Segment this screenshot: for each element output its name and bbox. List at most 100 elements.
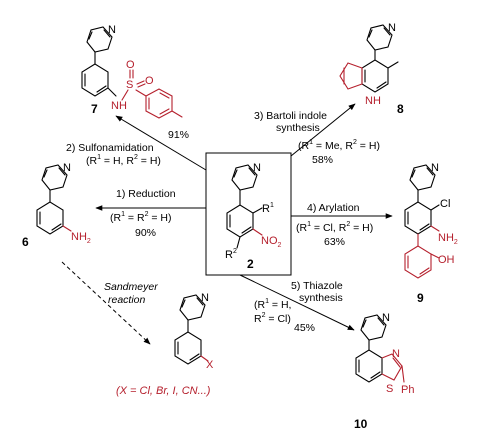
sulfonamide-hydrogen: H: [119, 100, 127, 112]
amine-bond: [430, 225, 440, 232]
pyridine-ring: [360, 314, 387, 341]
thiazole-label-line1: 5) Thiazole: [291, 280, 343, 292]
pyridine-nitrogen: N: [382, 312, 390, 324]
benzene-ring: [404, 201, 432, 235]
pyridine-double-bond: [377, 317, 385, 326]
pyridine-nitrogen: N: [108, 24, 116, 36]
thiazole-label-line2: synthesis: [299, 292, 343, 304]
indole-nh: NH: [365, 95, 381, 107]
tolyl-double-bond: [159, 92, 170, 99]
methyl-bond: [387, 61, 399, 69]
pyridine-double-bond: [411, 169, 416, 178]
benzene-double-bond: [189, 353, 200, 361]
sulfonamidation-yield: 91%: [168, 129, 189, 141]
benzene-double-bond: [419, 223, 430, 231]
thiazole-conditions-line2: R2 = Cl): [254, 312, 291, 325]
compound-9-number: 9: [417, 291, 424, 305]
thiazole-double-bond: [392, 357, 401, 368]
bartoli-label-line2: synthesis: [276, 122, 320, 134]
x-definition: (X = Cl, Br, I, CN...): [116, 385, 211, 397]
nh-bond: [107, 87, 117, 97]
compound-6-number: 6: [22, 235, 29, 249]
pyridine-nitrogen: N: [253, 162, 261, 174]
pyrrole-ring: [339, 62, 363, 90]
pyridine-double-bond: [362, 319, 367, 328]
pyridine-double-bond: [196, 297, 204, 306]
thiazole-yield: 45%: [294, 322, 315, 334]
indole-benzo-ring: [361, 59, 389, 93]
chloro-bond: [430, 204, 440, 211]
compound-2-number: 2: [247, 257, 254, 271]
phenol-double-bond: [419, 267, 430, 275]
pyridine-ring: [231, 164, 258, 191]
thiazole-sulfur: S: [386, 383, 393, 395]
arylation-yield: 63%: [324, 236, 345, 248]
nitro-bond: [252, 228, 263, 236]
phenol-ring: [404, 245, 432, 279]
s-aryl-bond: [135, 89, 147, 97]
oxygen-atom: O: [126, 59, 135, 71]
thiazole-nitrogen: N: [392, 348, 400, 360]
oxygen-atom: O: [145, 75, 154, 87]
pyridine-nitrogen: N: [201, 292, 209, 304]
phenyl-bond: [401, 365, 405, 383]
compound-8: N NH 8: [339, 22, 404, 116]
compound-10-number: 10: [354, 417, 368, 431]
sandmeyer-label-line2: reaction: [108, 294, 146, 306]
methyl-bond: [171, 110, 183, 118]
tolyl-double-bond: [159, 108, 170, 115]
arrow-sulfonamidation: [115, 115, 207, 171]
r1-label: R1: [262, 202, 274, 215]
pyridine-double-bond: [233, 169, 238, 178]
pyridine-ring: [366, 24, 393, 51]
pyridine-double-bond: [88, 31, 93, 40]
reduction-label: 1) Reduction: [116, 188, 176, 200]
compound-x: N X (X = Cl, Br, I, CN...): [116, 292, 214, 397]
benzene-double-bond: [241, 226, 252, 234]
benzene-ring: [81, 63, 109, 97]
compound-10: N N S Ph 10: [354, 312, 414, 431]
pyridine-nitrogen: N: [388, 22, 396, 34]
amine-group: NH2: [438, 232, 458, 246]
pyridine-double-bond: [181, 299, 186, 308]
benzo-double-bond: [370, 371, 381, 379]
compound-8-number: 8: [397, 102, 404, 116]
pyridine-double-bond: [103, 29, 111, 38]
reduction-conditions: (R1 = R2 = H): [110, 211, 172, 224]
benzene-ring: [226, 204, 254, 238]
benzo-ring: [355, 349, 383, 383]
pyridine-double-bond: [43, 169, 48, 178]
phenyl-group: Ph: [401, 384, 414, 396]
hydroxyl-bond: [430, 253, 440, 259]
nitro-group: NO2: [261, 235, 282, 249]
pyridine-double-bond: [368, 29, 373, 38]
bartoli-yield: 58%: [312, 154, 333, 166]
so-bond: [136, 80, 145, 85]
arylation-conditions: (R1 = Cl, R2 = H): [296, 221, 373, 234]
pyridine-ring: [41, 164, 68, 191]
compound-6: N NH2 6: [22, 162, 91, 249]
compound-7: N N H S O O 7: [81, 24, 183, 119]
pyridine-double-bond: [58, 167, 66, 176]
arrow-sandmeyer: [61, 261, 151, 345]
x-substituent: X: [206, 359, 214, 371]
bartoli-conditions: (R1 = Me, R2 = H): [298, 139, 380, 152]
sulfur-atom: S: [126, 79, 133, 91]
arrow-thiazole: [239, 274, 355, 331]
sulfonamidation-conditions: (R1 = H, R2 = H): [86, 154, 161, 167]
compound-2: N R1 NO2 R2 2: [205, 152, 292, 276]
amine-group: NH2: [71, 231, 91, 245]
amine-bond: [62, 225, 72, 232]
pyridine-ring: [409, 164, 436, 191]
pyridine-double-bond: [248, 167, 256, 176]
arylation-label: 4) Arylation: [307, 202, 360, 214]
hydroxyl-group: OH: [438, 254, 455, 266]
chloro-substituent: Cl: [440, 198, 450, 210]
pyridine-nitrogen: N: [431, 162, 439, 174]
pyridine-ring: [179, 294, 206, 321]
sulfonamide-nitrogen: N: [111, 100, 119, 112]
r2-bond: [236, 236, 241, 249]
compound-2-box: [205, 152, 292, 276]
benzene-ring: [36, 201, 64, 235]
